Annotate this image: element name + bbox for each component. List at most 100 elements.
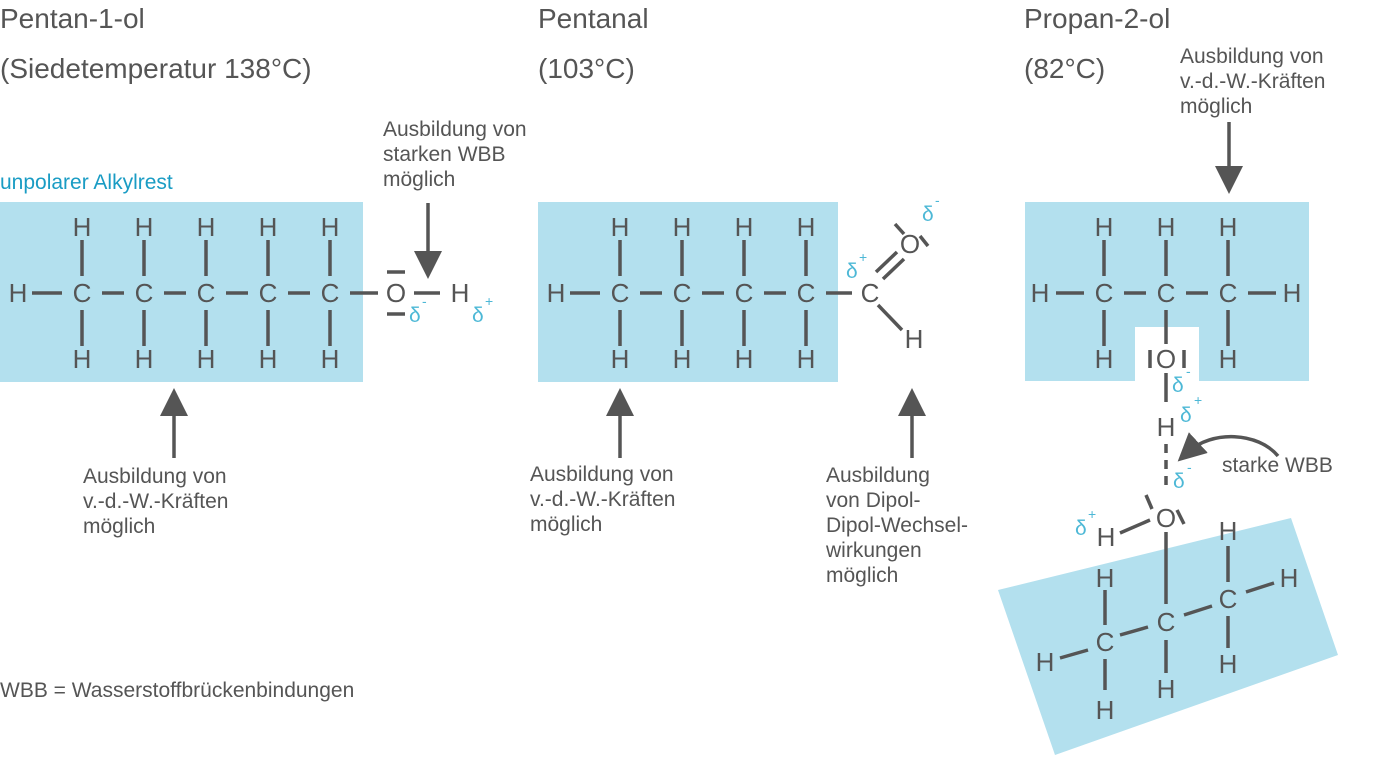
svg-text:C: C xyxy=(1096,627,1115,657)
svg-text:O: O xyxy=(900,229,920,259)
svg-text:H: H xyxy=(797,344,816,374)
svg-text:H: H xyxy=(1095,212,1114,242)
svg-text:H: H xyxy=(259,344,278,374)
svg-text:-: - xyxy=(1187,459,1192,475)
svg-text:H: H xyxy=(1031,278,1050,308)
svg-text:C: C xyxy=(321,278,340,308)
svg-text:H: H xyxy=(259,212,278,242)
svg-text:C: C xyxy=(1219,278,1238,308)
subheading-pentanal: (103°C) xyxy=(538,53,635,84)
svg-text:H: H xyxy=(797,212,816,242)
svg-text:H: H xyxy=(1283,278,1302,308)
svg-text:H: H xyxy=(1219,516,1238,546)
label-vdw-pentanal-line1: Ausbildung von xyxy=(530,463,674,486)
label-vdw-pentanol-line1: Ausbildung von xyxy=(83,465,227,488)
svg-text:H: H xyxy=(1219,344,1238,374)
svg-text:H: H xyxy=(673,212,692,242)
svg-text:H: H xyxy=(1096,563,1115,593)
svg-text:H: H xyxy=(1157,412,1176,442)
svg-text:H: H xyxy=(1219,212,1238,242)
label-vdw-pentanal-line2: v.-d.-W.-Kräften xyxy=(530,488,675,511)
svg-text:C: C xyxy=(1095,278,1114,308)
label-dipol-line2: von Dipol- xyxy=(826,489,921,512)
svg-text:H: H xyxy=(547,278,566,308)
svg-text:C: C xyxy=(259,278,278,308)
heading-pentanol: Pentan-1-ol xyxy=(0,3,145,34)
svg-text:δ: δ xyxy=(1173,470,1185,493)
svg-text:C: C xyxy=(73,278,92,308)
svg-text:H: H xyxy=(1157,212,1176,242)
label-alkyl: unpolarer Alkylrest xyxy=(0,171,173,194)
svg-text:H: H xyxy=(1157,674,1176,704)
svg-text:C: C xyxy=(1219,584,1238,614)
label-vdw-pentanol-line2: v.-d.-W.-Kräften xyxy=(83,490,228,513)
svg-text:-: - xyxy=(422,293,427,309)
svg-text:H: H xyxy=(321,212,340,242)
svg-text:H: H xyxy=(1280,563,1299,593)
svg-text:H: H xyxy=(73,344,92,374)
svg-text:C: C xyxy=(797,278,816,308)
svg-text:δ: δ xyxy=(922,203,934,226)
svg-text:δ: δ xyxy=(1075,517,1087,540)
svg-text:O: O xyxy=(1156,344,1176,374)
svg-text:H: H xyxy=(135,344,154,374)
svg-text:H: H xyxy=(735,212,754,242)
svg-text:H: H xyxy=(451,278,470,308)
label-dipol-line5: möglich xyxy=(826,564,898,587)
svg-text:+: + xyxy=(1194,392,1202,408)
label-dipol-line1: Ausbildung xyxy=(826,464,930,487)
arrow-strong-wbb xyxy=(1177,432,1280,462)
svg-text:C: C xyxy=(197,278,216,308)
svg-text:H: H xyxy=(905,324,924,354)
svg-text:H: H xyxy=(735,344,754,374)
molecule-propanol-top: H C C C H H H H H H O H δ - δ + xyxy=(1031,212,1302,442)
svg-text:H: H xyxy=(611,212,630,242)
svg-text:C: C xyxy=(861,278,880,308)
svg-text:δ: δ xyxy=(1172,374,1184,397)
svg-text:+: + xyxy=(1088,506,1096,522)
svg-text:H: H xyxy=(197,212,216,242)
svg-text:H: H xyxy=(73,212,92,242)
label-vdw-propanol-line1: Ausbildung von xyxy=(1180,45,1324,68)
molecule-pentanol: H C C C C C H H H H H H H H H H O H δ - … xyxy=(9,212,494,374)
svg-text:δ: δ xyxy=(409,304,421,327)
svg-text:-: - xyxy=(1186,363,1191,379)
svg-text:H: H xyxy=(1095,344,1114,374)
alkyl-box-propanol-top xyxy=(1025,202,1309,381)
subheading-pentanol: (Siedetemperatur 138°C) xyxy=(0,53,312,84)
svg-text:H: H xyxy=(1097,522,1116,552)
legend-wbb: WBB = Wasserstoffbrückenbindungen xyxy=(0,679,354,702)
svg-text:C: C xyxy=(1157,278,1176,308)
svg-text:C: C xyxy=(735,278,754,308)
label-vdw-pentanol-line3: möglich xyxy=(83,515,155,538)
svg-text:H: H xyxy=(9,278,28,308)
svg-text:H: H xyxy=(1096,695,1115,725)
svg-text:H: H xyxy=(197,344,216,374)
label-dipol-line4: wirkungen xyxy=(825,539,922,562)
svg-text:-: - xyxy=(935,192,940,208)
label-vdw-propanol-line2: v.-d.-W.-Kräften xyxy=(1180,70,1325,93)
heading-pentanal: Pentanal xyxy=(538,3,649,34)
svg-text:C: C xyxy=(135,278,154,308)
svg-text:H: H xyxy=(135,212,154,242)
subheading-propanol: (82°C) xyxy=(1024,53,1105,84)
svg-text:H: H xyxy=(1036,647,1055,677)
label-wbb-line2: starken WBB xyxy=(383,143,506,166)
svg-text:H: H xyxy=(673,344,692,374)
svg-text:C: C xyxy=(673,278,692,308)
svg-text:O: O xyxy=(386,278,406,308)
heading-propanol: Propan-2-ol xyxy=(1024,3,1170,34)
svg-text:δ: δ xyxy=(472,304,484,327)
alkyl-box-propanol-bottom xyxy=(998,518,1338,755)
label-wbb-line1: Ausbildung von xyxy=(383,118,527,141)
label-strong-wbb: starke WBB xyxy=(1222,454,1333,477)
label-vdw-propanol-line3: möglich xyxy=(1180,95,1252,118)
svg-text:O: O xyxy=(1156,503,1176,533)
label-vdw-pentanal-line3: möglich xyxy=(530,513,602,536)
svg-text:+: + xyxy=(485,293,493,309)
svg-text:C: C xyxy=(1157,607,1176,637)
molecule-pentanal: H C C C C C H H H H H H H H O H δ + δ - xyxy=(547,192,940,374)
svg-text:δ: δ xyxy=(1180,404,1192,427)
svg-text:H: H xyxy=(611,344,630,374)
